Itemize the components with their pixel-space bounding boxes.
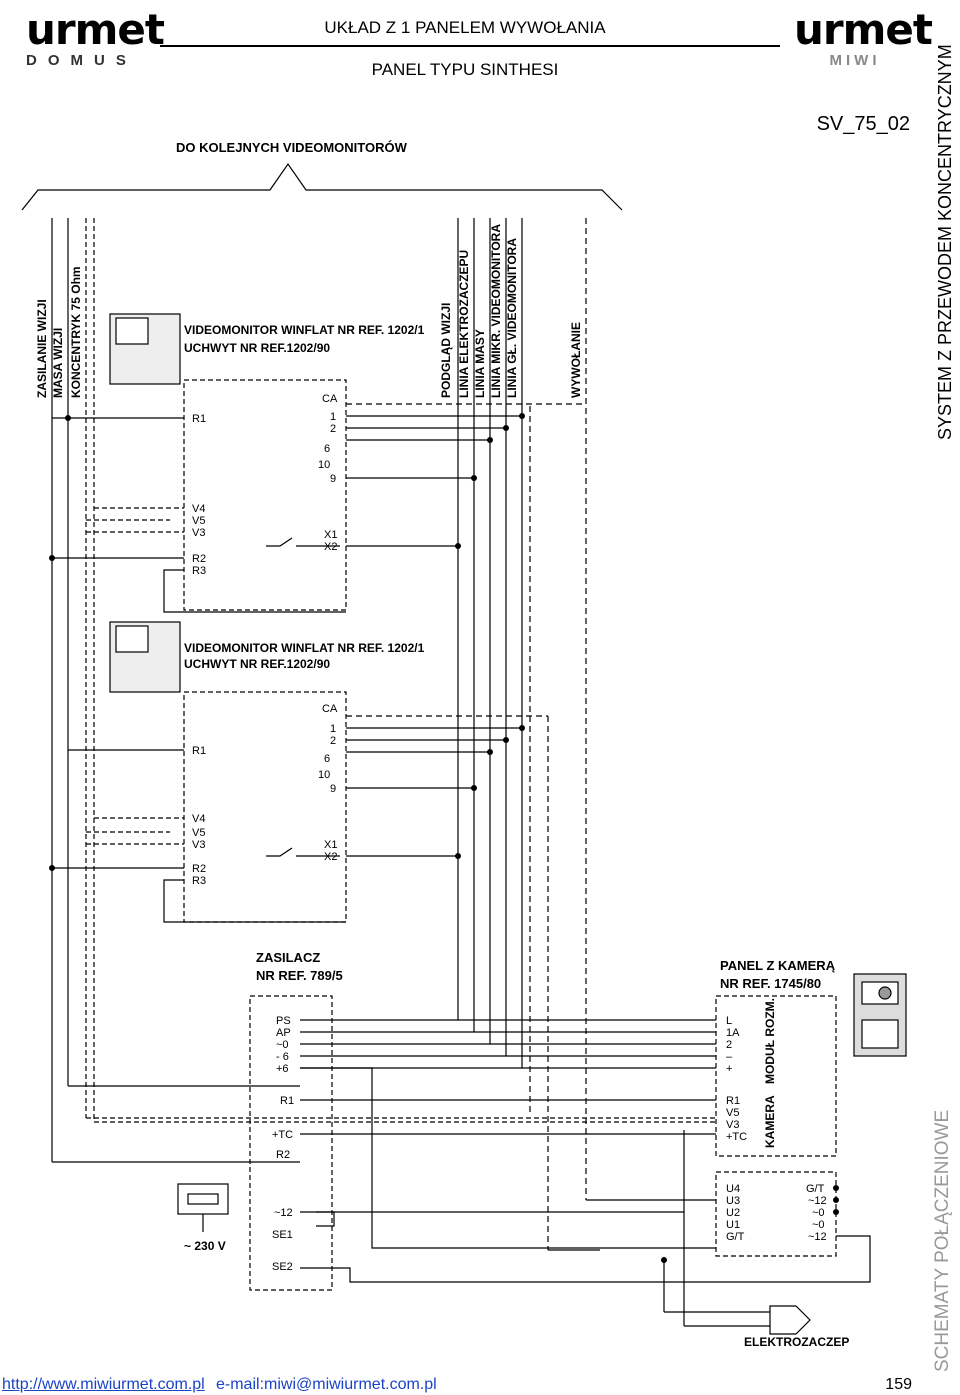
wire-label-masy: LINIA MASY xyxy=(473,329,487,398)
panel-term-v3: V3 xyxy=(726,1119,739,1131)
m1-term-r2: R2 xyxy=(192,553,206,565)
panel-term-tc: +TC xyxy=(726,1131,747,1143)
panel-term-v5: V5 xyxy=(726,1107,739,1119)
monitor1-bracket: UCHWYT NR REF.1202/90 xyxy=(184,341,330,355)
psu-term-0: ~0 xyxy=(276,1039,289,1051)
panel-term-r-12a: ~12 xyxy=(808,1195,827,1207)
footer-email-link[interactable]: e-mail:miwi@miwiurmet.com.pl xyxy=(216,1376,437,1393)
urmet-domus-logo: urmet DOMUS xyxy=(26,5,165,70)
door-strike-label: ELEKTROZACZEP xyxy=(744,1335,849,1349)
panel-term-plus: + xyxy=(726,1063,732,1075)
logo-right-main: urmet xyxy=(794,5,933,54)
logo-left-sub: DOMUS xyxy=(26,52,137,69)
page-number: 159 xyxy=(885,1376,912,1393)
m1-term-r1: R1 xyxy=(192,413,206,425)
m1-term-r3: R3 xyxy=(192,565,206,577)
m1-term-v4: V4 xyxy=(192,503,205,515)
footer-url-link[interactable]: http://www.miwiurmet.com.pl xyxy=(2,1376,205,1393)
m1-term-1: 1 xyxy=(330,411,336,423)
m2-term-2: 2 xyxy=(330,735,336,747)
page-title: UKŁAD Z 1 PANELEM WYWOŁANIA xyxy=(324,18,606,37)
urmet-miwi-logo: urmet MIWI xyxy=(794,5,933,70)
m2-term-1: 1 xyxy=(330,723,336,735)
panel-term-gt: G/T xyxy=(726,1231,745,1243)
monitor2-title: VIDEOMONITOR WINFLAT NR REF. 1202/1 xyxy=(184,641,425,655)
panel-term-u1: U1 xyxy=(726,1219,740,1231)
m2-term-v5: V5 xyxy=(192,827,205,839)
panel-term-1a: 1A xyxy=(726,1027,740,1039)
psu-term-se1: SE1 xyxy=(272,1229,293,1241)
psu-term-12: ~12 xyxy=(274,1207,293,1219)
logo-left-main: urmet xyxy=(26,5,165,54)
page-subtitle: PANEL TYPU SINTHESI xyxy=(371,60,559,79)
panel-term-u2: U2 xyxy=(726,1207,740,1219)
module-label: MODUŁ ROZM. xyxy=(763,998,777,1084)
psu-ref: NR REF. 789/5 xyxy=(256,968,343,983)
psu-title: ZASILACZ xyxy=(256,950,320,965)
m2-term-6: 6 xyxy=(324,753,330,765)
panel-term-u3: U3 xyxy=(726,1195,740,1207)
panel-term-minus: – xyxy=(726,1051,733,1063)
m2-term-v4: V4 xyxy=(192,813,205,825)
wire-label-elektrozaczep: LINIA ELEKTROZACZEPU xyxy=(457,250,471,398)
psu-term-plus6: +6 xyxy=(276,1063,289,1075)
m2-term-r3: R3 xyxy=(192,875,206,887)
panel-term-r-gt: G/T xyxy=(806,1183,825,1195)
m2-term-x2: X2 xyxy=(324,851,337,863)
m1-term-ca: CA xyxy=(322,393,338,405)
wire-label-masa: MASA WIZJI xyxy=(51,328,65,398)
psu-term-se2: SE2 xyxy=(272,1261,293,1273)
panel-term-r-0b: ~0 xyxy=(812,1219,825,1231)
monitor2-bracket: UCHWYT NR REF.1202/90 xyxy=(184,657,330,671)
m1-term-9: 9 xyxy=(330,473,336,485)
m2-term-r1: R1 xyxy=(192,745,206,757)
panel-term-r-12b: ~12 xyxy=(808,1231,827,1243)
m1-term-v3: V3 xyxy=(192,527,205,539)
panel-term-2: 2 xyxy=(726,1039,732,1051)
panel-term-r-0a: ~0 xyxy=(812,1207,825,1219)
panel-term-r1: R1 xyxy=(726,1095,740,1107)
psu-term-ps: PS xyxy=(276,1015,291,1027)
m2-term-r2: R2 xyxy=(192,863,206,875)
wire-label-mikr: LINIA MIKR. VIDEOMONITORA xyxy=(489,224,503,398)
camera-label: KAMERA xyxy=(763,1095,777,1148)
top-brace xyxy=(21,162,623,211)
m2-term-x1: X1 xyxy=(324,839,337,851)
wire-label-wywolanie: WYWOŁANIE xyxy=(569,322,583,398)
m1-term-v5: V5 xyxy=(192,515,205,527)
diagram-code: SV_75_02 xyxy=(816,113,910,135)
psu-term-ap: AP xyxy=(276,1027,291,1039)
m1-term-x1: X1 xyxy=(324,529,337,541)
mains-label: ~ 230 V xyxy=(184,1239,226,1253)
wire-label-gl: LINIA GŁ. VIDEOMONITORA xyxy=(505,238,519,398)
m2-term-9: 9 xyxy=(330,783,336,795)
m2-term-10: 10 xyxy=(318,769,330,781)
wire-label-koncentryk: KONCENTRYK 75 Ohm xyxy=(69,266,83,398)
panel-term-u4: U4 xyxy=(726,1183,740,1195)
m2-term-ca: CA xyxy=(322,703,338,715)
monitor1-title: VIDEOMONITOR WINFLAT NR REF. 1202/1 xyxy=(184,323,425,337)
m1-term-6: 6 xyxy=(324,443,330,455)
psu-term-r1: R1 xyxy=(280,1095,294,1107)
wire-label-zasilanie: ZASILANIE WIZJI xyxy=(35,299,49,398)
m1-term-2: 2 xyxy=(330,423,336,435)
psu-term-tc: +TC xyxy=(272,1129,293,1141)
top-label: DO KOLEJNYCH VIDEOMONITORÓW xyxy=(176,140,408,155)
title-rule xyxy=(160,45,780,47)
psu-term-r2: R2 xyxy=(276,1149,290,1161)
logo-right-sub: MIWI xyxy=(829,52,881,69)
panel-term-l: L xyxy=(726,1015,732,1027)
panel-title: PANEL Z KAMERĄ xyxy=(720,958,836,973)
m2-term-v3: V3 xyxy=(192,839,205,851)
m1-term-x2: X2 xyxy=(324,541,337,553)
wire-label-podglad: PODGLĄD WIZJI xyxy=(439,303,453,398)
panel-ref: NR REF. 1745/80 xyxy=(720,976,821,991)
m1-term-10: 10 xyxy=(318,459,330,471)
psu-term-minus6: - 6 xyxy=(276,1051,289,1063)
